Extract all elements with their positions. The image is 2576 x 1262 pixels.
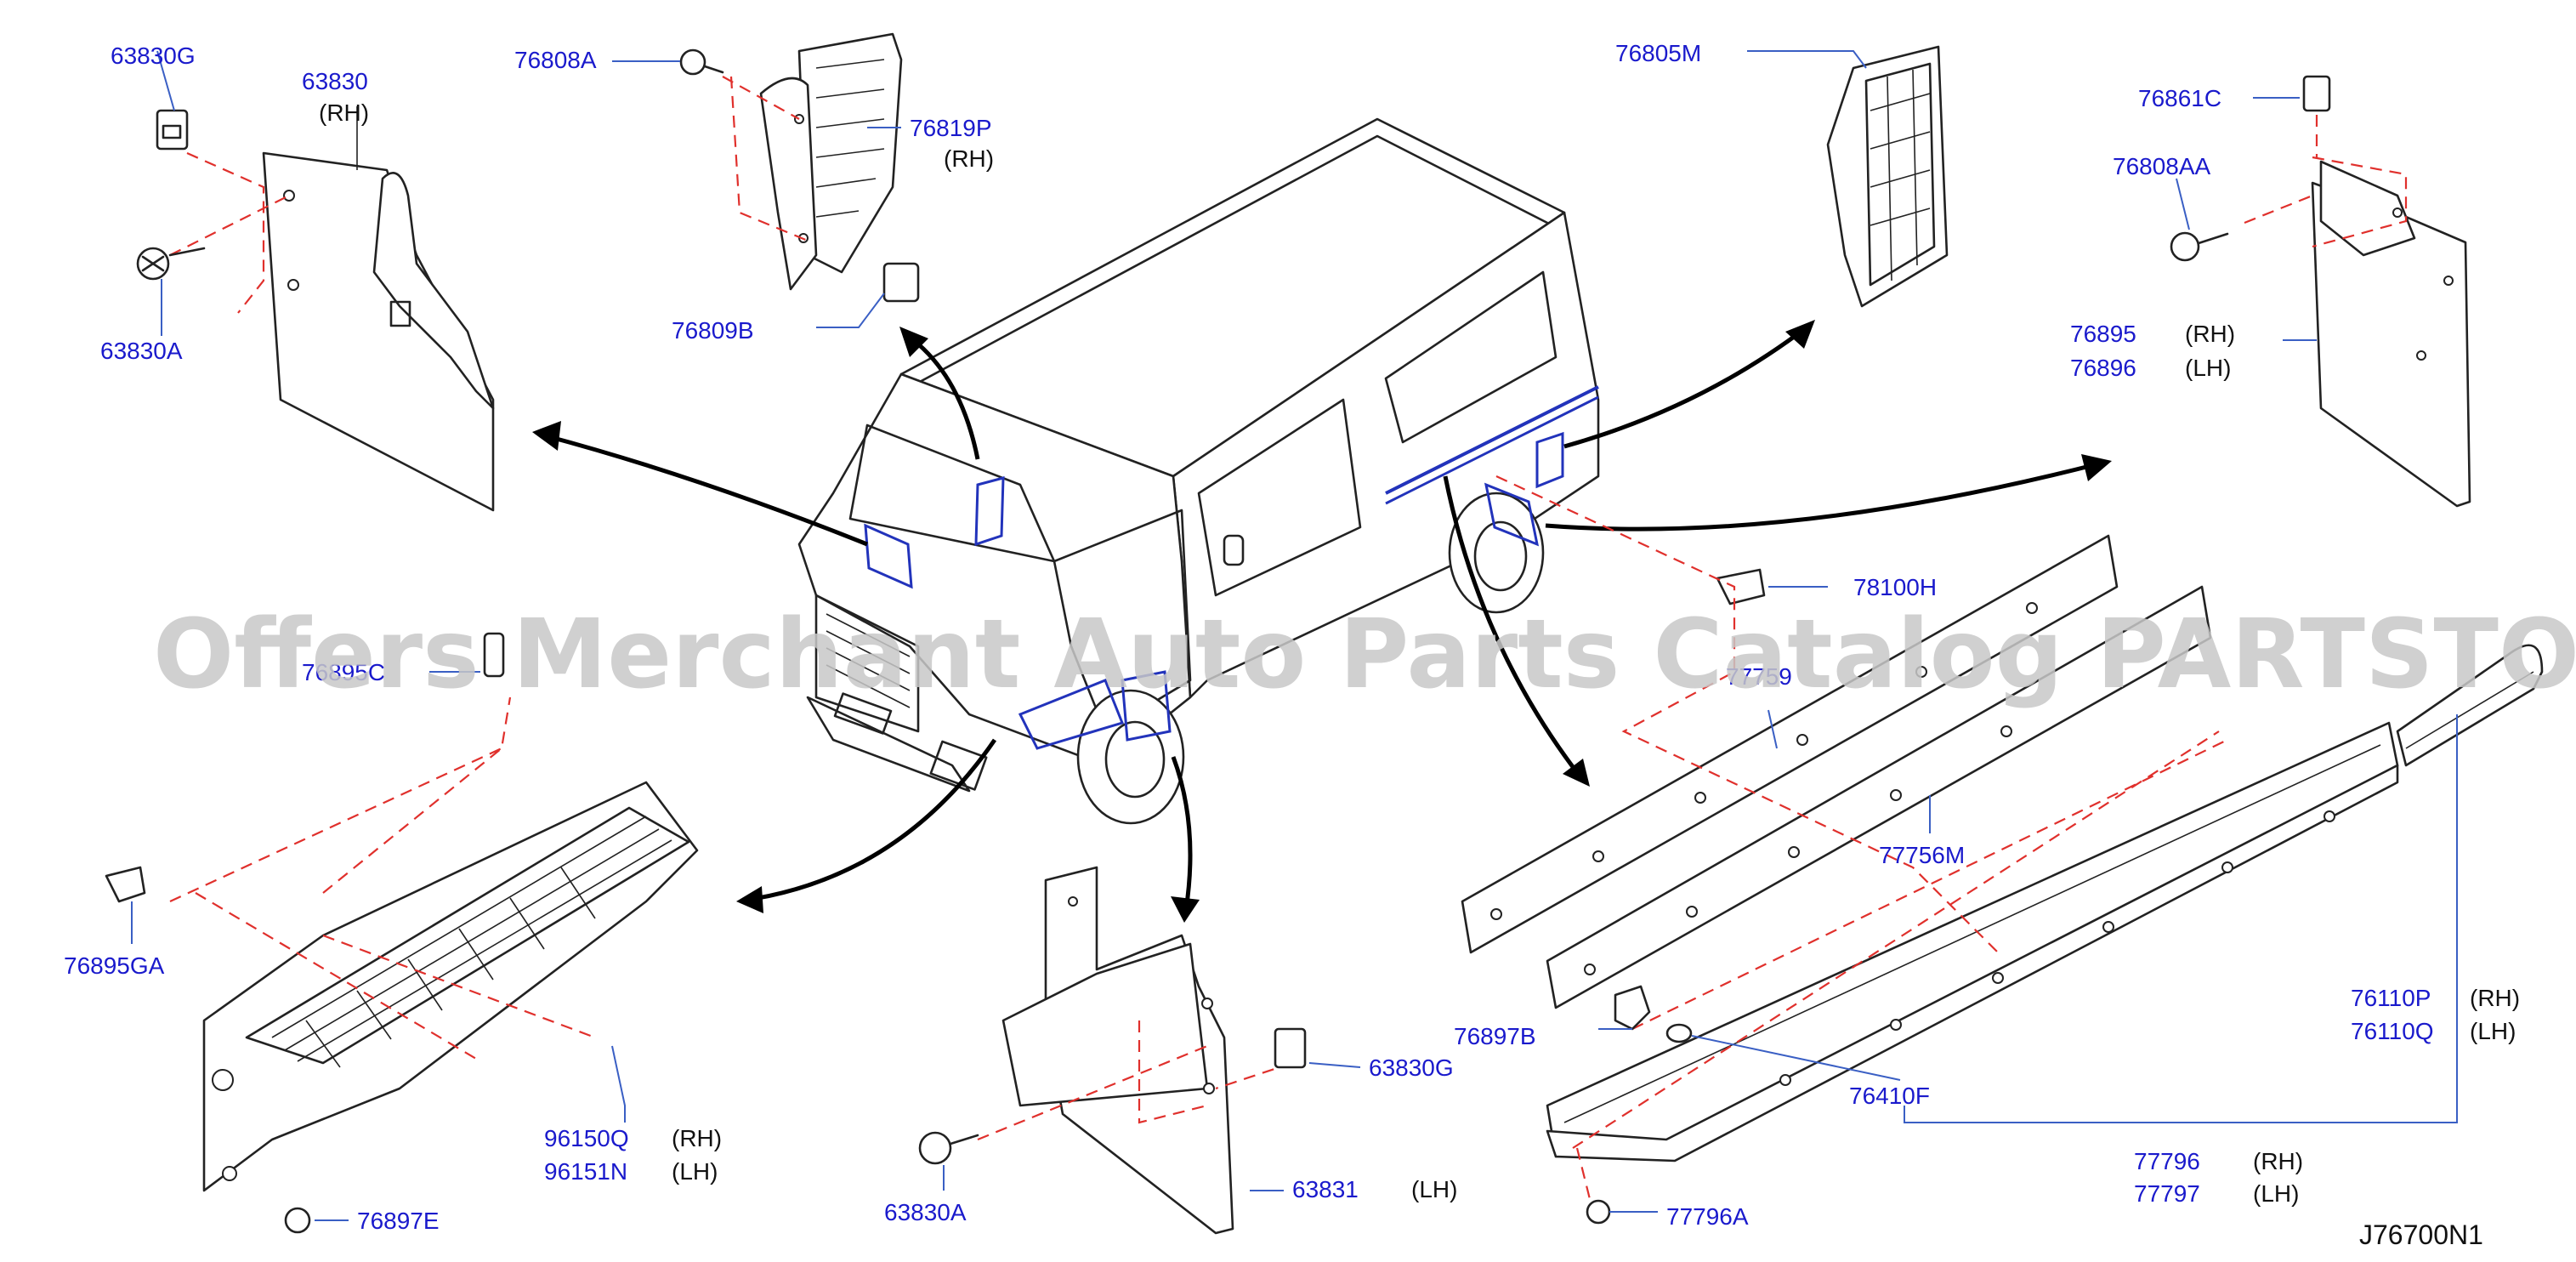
label-76110Q-side: (LH) bbox=[2470, 1018, 2516, 1044]
label-76805M: 76805M bbox=[1615, 40, 1701, 66]
step-grid bbox=[271, 816, 672, 1068]
part-63831-mud-guard bbox=[918, 866, 1361, 1235]
rail-fasteners bbox=[1495, 475, 1999, 1225]
label-63830A-bottom: 63830A bbox=[884, 1199, 967, 1225]
label-77797-side: (LH) bbox=[2253, 1180, 2299, 1207]
part-96150Q-step bbox=[105, 632, 699, 1234]
label-63831: 63831 bbox=[1292, 1176, 1359, 1202]
label-77759: 77759 bbox=[1726, 663, 1792, 690]
label-76895C: 76895C bbox=[302, 659, 385, 685]
label-76895-side: (RH) bbox=[2185, 321, 2235, 347]
label-76896-side: (LH) bbox=[2185, 355, 2231, 381]
part-77759-moulding bbox=[1461, 534, 2119, 954]
label-76897E: 76897E bbox=[357, 1208, 440, 1234]
label-77796-side: (RH) bbox=[2253, 1148, 2303, 1174]
label-76808A: 76808A bbox=[514, 47, 597, 73]
diagram-code: J76700N1 bbox=[2359, 1219, 2483, 1250]
van-illustration bbox=[797, 117, 1600, 825]
label-76110P: 76110P bbox=[2351, 985, 2431, 1011]
label-63830: 63830 bbox=[302, 68, 368, 94]
label-63830G-bottom: 63830G bbox=[1369, 1055, 1454, 1081]
part-76895-mud-guard-rear bbox=[2170, 75, 2471, 508]
label-77797: 77797 bbox=[2134, 1180, 2200, 1207]
label-96150Q: 96150Q bbox=[544, 1125, 629, 1151]
part-77796-side-sill bbox=[1546, 721, 2399, 1163]
label-63830-side: (RH) bbox=[319, 99, 369, 126]
label-76819P: 76819P bbox=[910, 115, 992, 141]
label-76895: 76895 bbox=[2070, 321, 2136, 347]
label-77796A: 77796A bbox=[1666, 1203, 1749, 1230]
label-63831-side: (LH) bbox=[1411, 1176, 1457, 1202]
part-76805M-protector bbox=[1747, 45, 1949, 308]
label-96151N: 96151N bbox=[544, 1158, 627, 1185]
label-76819P-side: (RH) bbox=[944, 145, 994, 172]
part-77756M-moulding bbox=[1546, 585, 2212, 1009]
part-63830-mud-guard-front bbox=[136, 50, 495, 512]
label-78100H: 78100H bbox=[1853, 574, 1937, 600]
label-96150Q-side: (RH) bbox=[672, 1125, 722, 1151]
label-77796: 77796 bbox=[2134, 1148, 2200, 1174]
callout-labels: 63830G 63830 (RH) 63830A 76808A 76819P (… bbox=[64, 40, 2520, 1234]
label-76897B: 76897B bbox=[1454, 1023, 1536, 1049]
label-63830G: 63830G bbox=[111, 43, 196, 69]
part-76819P-protector bbox=[612, 32, 920, 328]
label-76110P-side: (RH) bbox=[2470, 985, 2520, 1011]
label-63830A-top: 63830A bbox=[100, 338, 183, 364]
label-77756M: 77756M bbox=[1879, 842, 1965, 868]
direction-arrows bbox=[532, 320, 2112, 923]
label-76896: 76896 bbox=[2070, 355, 2136, 381]
watermark-text: Offers Merchant Auto Parts Catalog PARTS… bbox=[153, 600, 2576, 710]
label-76410F: 76410F bbox=[1849, 1083, 1930, 1109]
label-76808AA: 76808AA bbox=[2113, 153, 2211, 179]
part-76110P-moulding-end bbox=[1904, 644, 2544, 1123]
label-76895GA: 76895GA bbox=[64, 952, 165, 979]
label-76861C: 76861C bbox=[2138, 85, 2221, 111]
label-76110Q: 76110Q bbox=[2351, 1018, 2434, 1044]
label-96151N-side: (LH) bbox=[672, 1158, 718, 1185]
label-76809B: 76809B bbox=[672, 317, 754, 344]
